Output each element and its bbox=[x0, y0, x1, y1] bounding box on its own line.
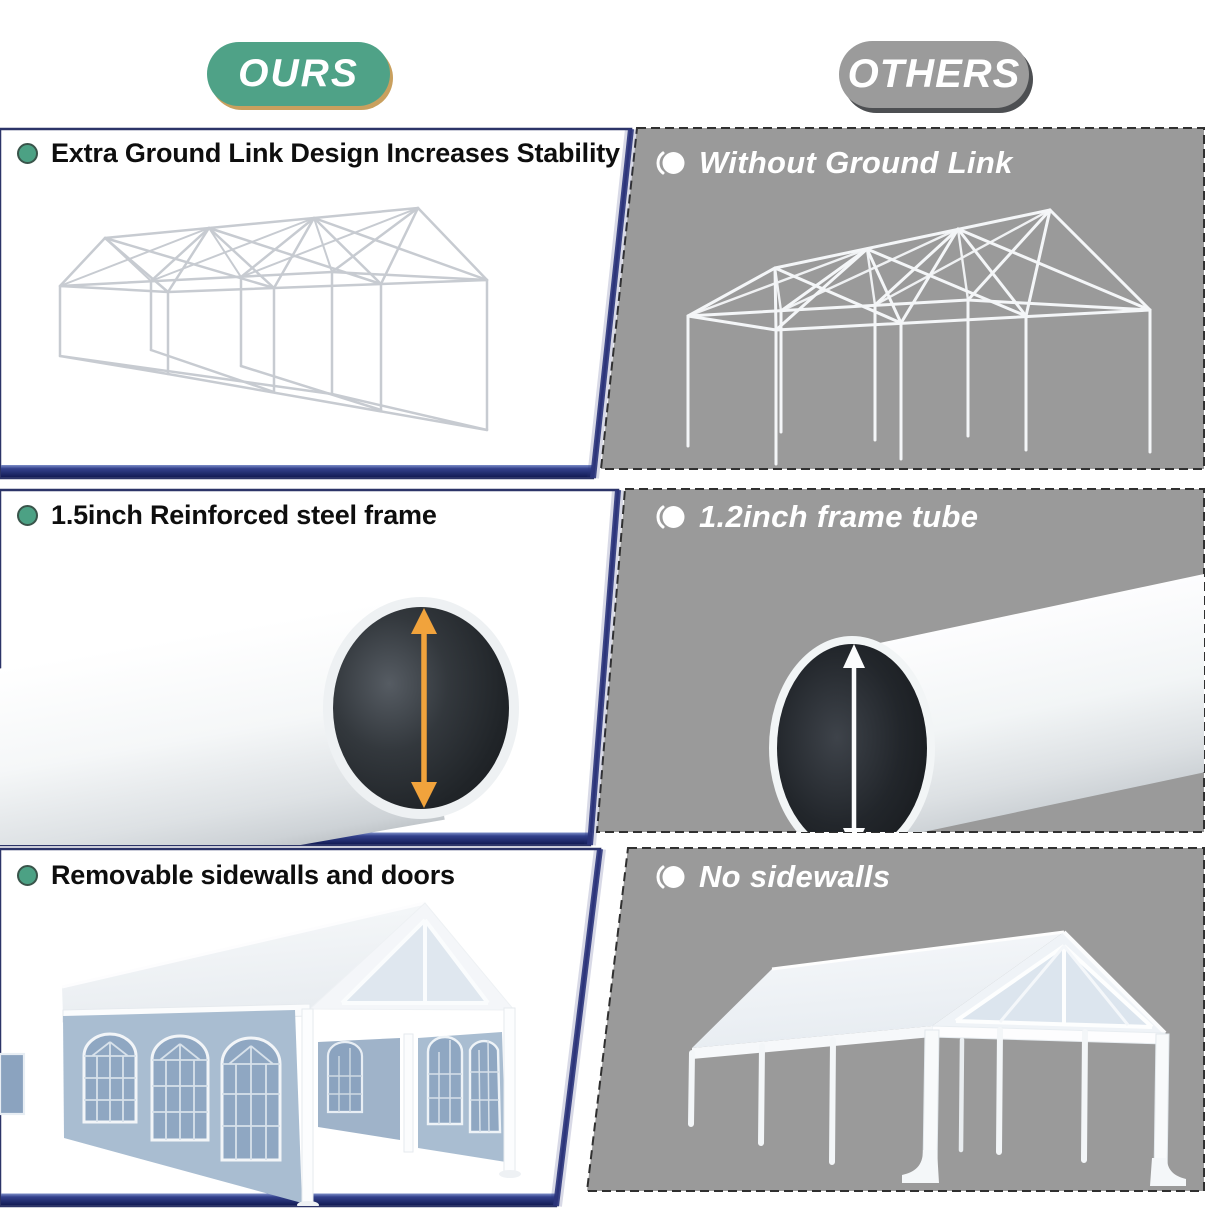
diameter-arrow-white bbox=[843, 644, 865, 832]
green-dot-icon bbox=[17, 142, 38, 164]
others-feature-row1: Without Ground Link bbox=[655, 142, 1013, 184]
ours-feature-row1-label: Extra Ground Link Design Increases Stabi… bbox=[51, 137, 620, 168]
others-feature-row3: No sidewalls bbox=[655, 856, 890, 898]
sphere-bullet-icon bbox=[656, 865, 685, 889]
others-feature-row2-label: 1.2inch frame tube bbox=[699, 499, 979, 534]
ours-badge-label: OURS bbox=[238, 52, 359, 95]
ours-feature-row3-label: Removable sidewalls and doors bbox=[51, 859, 455, 890]
others-feature-row1-label: Without Ground Link bbox=[699, 145, 1013, 180]
ours-feature-row1: Extra Ground Link Design Increases Stabi… bbox=[17, 134, 620, 172]
tent-frame-with-ground-link bbox=[58, 206, 489, 432]
ours-badge: OURS bbox=[207, 42, 390, 106]
ours-panel-row1 bbox=[0, 127, 637, 480]
ours-feature-row2: 1.5inch Reinforced steel frame bbox=[17, 496, 437, 534]
ours-feature-row3: Removable sidewalls and doors bbox=[17, 856, 455, 894]
ours-feature-row2-label: 1.5inch Reinforced steel frame bbox=[51, 499, 437, 530]
others-badge: OTHERS bbox=[839, 41, 1029, 108]
sphere-bullet-icon bbox=[656, 151, 685, 175]
others-feature-row2: 1.2inch frame tube bbox=[655, 496, 978, 538]
diameter-arrow-orange bbox=[411, 608, 437, 808]
steel-tube-large bbox=[0, 597, 519, 845]
sphere-bullet-icon bbox=[656, 505, 685, 529]
steel-tube-small bbox=[769, 555, 1204, 832]
others-feature-row3-label: No sidewalls bbox=[699, 859, 891, 894]
tent-with-sidewalls bbox=[0, 901, 521, 1206]
green-dot-icon bbox=[17, 504, 38, 526]
green-dot-icon bbox=[17, 864, 38, 886]
others-badge-label: OTHERS bbox=[847, 52, 1021, 96]
tent-frame-without-ground-link bbox=[686, 208, 1152, 466]
canopy-no-sidewalls bbox=[688, 930, 1186, 1186]
